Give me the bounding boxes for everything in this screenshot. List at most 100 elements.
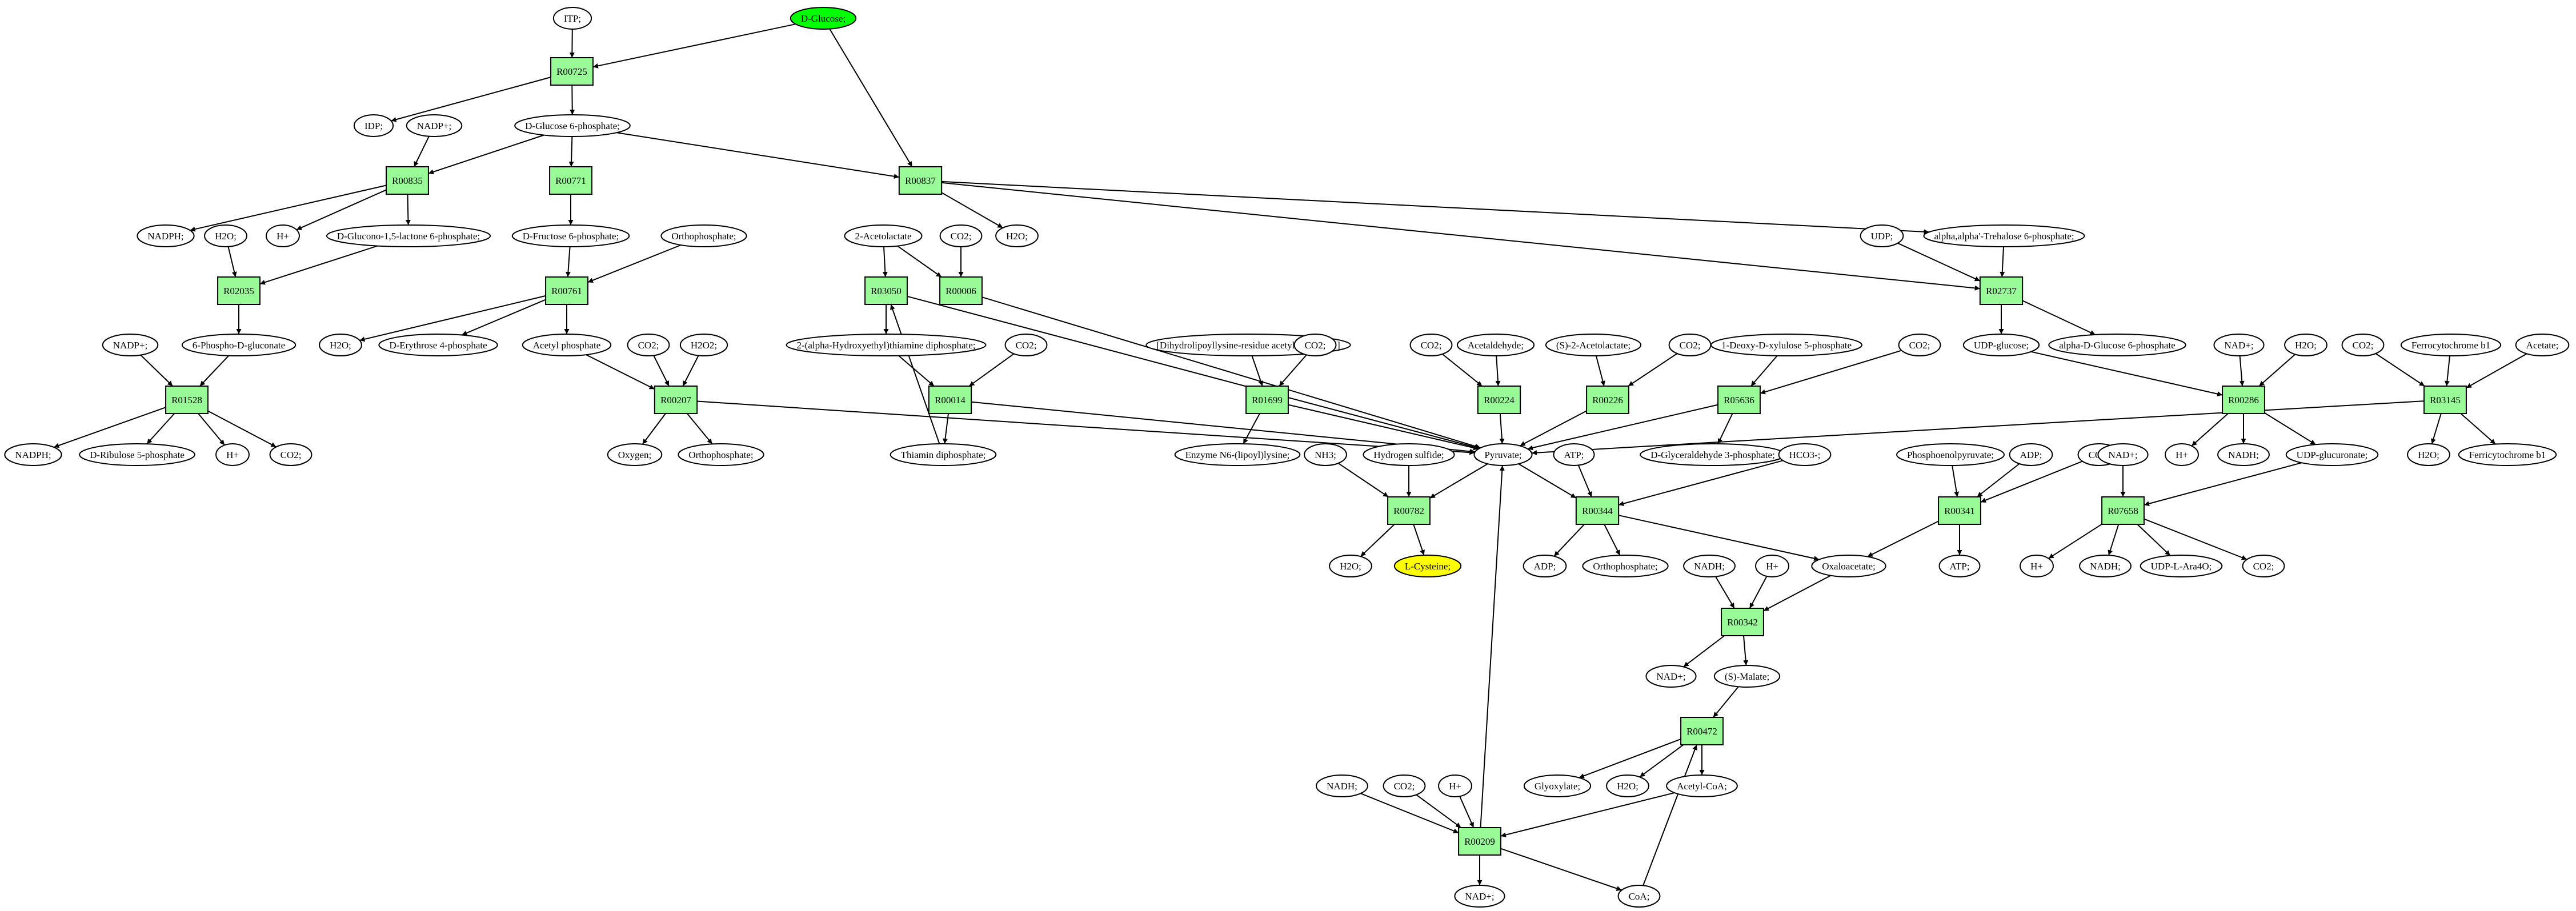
edge-arrow <box>981 296 1481 449</box>
node-label: H+ <box>1766 561 1778 572</box>
edge-arrow <box>971 401 1476 454</box>
node-label: D-Fructose 6-phosphate; <box>523 231 619 242</box>
reaction-box <box>386 166 429 195</box>
node-label: R00782 <box>1393 505 1424 516</box>
edge-arrow <box>1251 355 1264 387</box>
edge-arrow <box>1618 515 1820 561</box>
node-label: NH3; <box>1315 450 1336 460</box>
edge-arrow <box>682 355 699 387</box>
reaction-node: R07658 <box>2101 496 2145 525</box>
node-label: R00761 <box>551 286 582 296</box>
node-label: R07658 <box>2108 505 2138 516</box>
compound-node: D-Glucose 6-phosphate; <box>514 114 631 137</box>
edge-arrow <box>1531 400 2425 456</box>
node-label: Thiamin diphosphate; <box>901 450 986 460</box>
node-label: NADH; <box>1694 561 1725 572</box>
compound-node: H2O2; <box>679 334 728 356</box>
edge-arrow <box>259 245 378 285</box>
compound-node: D-Fructose 6-phosphate; <box>511 224 630 247</box>
compound-ellipse <box>1713 665 1781 688</box>
edge-arrow <box>568 136 574 167</box>
node-label: H2O; <box>2295 340 2317 351</box>
reaction-box <box>545 276 588 305</box>
edge-arrow <box>1500 792 1675 837</box>
compound-node: H2O; <box>319 334 362 356</box>
node-label: (S)-Malate; <box>1725 671 1769 682</box>
node-label: IDP; <box>364 121 383 131</box>
compound-node: H2O; <box>1606 774 1649 797</box>
reaction-node: R00226 <box>1586 386 1629 414</box>
edge-arrow <box>653 355 670 387</box>
compound-ellipse <box>790 7 857 30</box>
compound-node: H+ <box>215 443 250 466</box>
edge-arrow <box>2191 413 2229 447</box>
compound-ellipse <box>786 334 987 356</box>
edge-arrow <box>907 295 1480 450</box>
edge-arrow <box>942 180 1929 235</box>
node-label: H+ <box>2176 450 2188 460</box>
edge-arrow <box>1750 355 1778 387</box>
compound-ellipse <box>2048 334 2186 356</box>
compound-node: D-Erythrose 4-phosphate <box>378 334 498 356</box>
compound-ellipse <box>1923 224 2085 247</box>
compound-node: NADP+; <box>406 114 463 137</box>
compound-node: Ferrocytochrome b1 <box>2400 334 2502 356</box>
reaction-node: R02737 <box>1979 276 2024 305</box>
edge-arrow <box>1337 463 1389 497</box>
edge-arrow <box>2022 300 2096 335</box>
compound-node: CO2; <box>1409 334 1453 356</box>
node-label: H2O; <box>215 231 237 242</box>
edge-arrow <box>1897 242 1981 282</box>
reaction-node: R00207 <box>654 386 698 414</box>
node-label: H+ <box>226 450 239 460</box>
compound-ellipse <box>552 7 592 30</box>
compound-node: H+ <box>2165 443 2199 466</box>
node-label: NADH; <box>2090 561 2121 572</box>
compound-ellipse <box>2515 334 2570 356</box>
reaction-box <box>2423 386 2467 414</box>
compound-ellipse <box>137 224 195 247</box>
compound-ellipse <box>995 224 1039 247</box>
reaction-node: R03145 <box>2423 386 2467 414</box>
compound-ellipse <box>204 224 247 247</box>
edge-arrow <box>587 244 682 283</box>
edge-arrow <box>1867 520 1939 557</box>
edge-arrow <box>1416 794 1461 828</box>
compound-ellipse <box>406 114 463 137</box>
edge-arrow <box>687 413 713 445</box>
node-label: Orthophosphate; <box>671 231 736 242</box>
compound-node: UDP-glucose; <box>1962 334 2040 356</box>
compound-ellipse <box>102 334 159 356</box>
compound-node: D-Ribulose 5-phosphate <box>79 443 195 466</box>
edge-arrow <box>1288 404 1479 451</box>
compound-node: H+ <box>1755 555 1789 577</box>
edge-arrow <box>941 192 1003 228</box>
edge-arrow <box>1713 686 1739 718</box>
node-label: R00771 <box>555 175 586 186</box>
node-label: NADP+; <box>417 121 452 131</box>
compound-ellipse <box>1755 555 1789 577</box>
edge-arrow <box>697 400 1475 455</box>
reaction-node: R00209 <box>1458 827 1501 856</box>
edge-arrow <box>968 353 1015 387</box>
edge-arrow <box>897 245 942 278</box>
edge-arrow <box>207 410 277 448</box>
compound-node: Ferricytochrome b1 <box>2458 443 2557 466</box>
node-label: R00344 <box>1582 505 1613 516</box>
node-label: ATP; <box>1564 450 1584 460</box>
compound-ellipse <box>1329 555 1372 577</box>
compound-ellipse <box>1383 774 1426 797</box>
edge-arrow <box>2466 353 2527 388</box>
edge-arrow <box>1429 463 1488 499</box>
edge-arrow <box>1579 739 1681 778</box>
compound-ellipse <box>2165 443 2199 466</box>
node-label: H+ <box>277 231 289 242</box>
node-label: Acetyl-CoA; <box>1677 781 1727 792</box>
reaction-node: R05636 <box>1717 386 1761 414</box>
node-label: Pyruvate; <box>1484 450 1521 460</box>
compound-node: Hydrogen sulfide; <box>1363 443 1455 466</box>
reaction-box <box>549 166 592 195</box>
compound-ellipse <box>1363 443 1455 466</box>
compound-ellipse <box>1896 443 2005 466</box>
node-label: Ferricytochrome b1 <box>2469 450 2546 460</box>
